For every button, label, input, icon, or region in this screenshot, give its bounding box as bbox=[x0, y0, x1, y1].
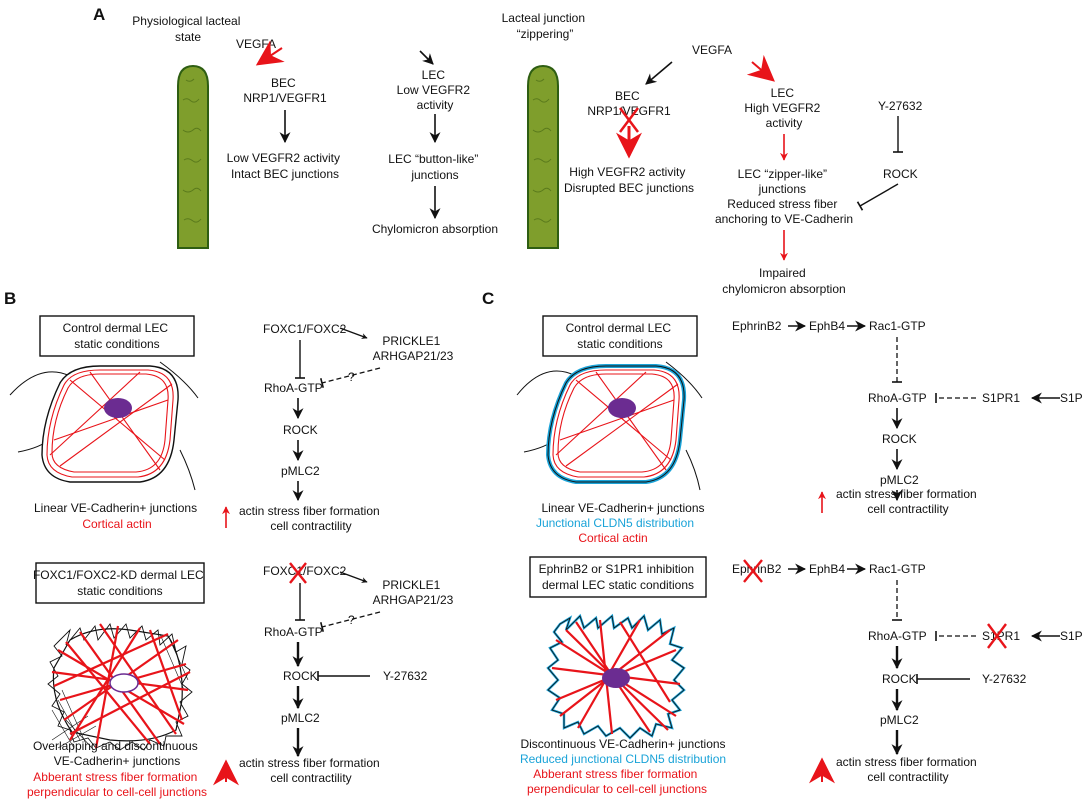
box-control-text-b: Control dermal LEC static conditions bbox=[63, 321, 172, 351]
rock-bottom-c: ROCK bbox=[882, 672, 917, 686]
panel-b: B Control dermal LEC static conditions bbox=[4, 289, 454, 799]
cell-control-b bbox=[9, 361, 199, 491]
lec-button-junctions: LEC “button-like” junctions bbox=[388, 152, 481, 182]
prickle-top-b: PRICKLE1 ARHGAP21/23 bbox=[373, 334, 454, 363]
y27632-a: Y-27632 bbox=[878, 99, 923, 113]
caption-linear-b: Linear VE-Cadherin+ junctions bbox=[34, 501, 197, 515]
box-ephrinb2-inhibition bbox=[529, 556, 707, 598]
y27632-b: Y-27632 bbox=[383, 669, 428, 683]
prickle-inhibit-rhoa-b bbox=[319, 367, 381, 389]
impaired-absorption: Impaired chylomicron absorption bbox=[722, 266, 845, 296]
s1p-top: S1P bbox=[1060, 391, 1083, 405]
ephrinb2-top: EphrinB2 bbox=[732, 319, 782, 333]
box-foxc-kd bbox=[35, 562, 205, 604]
rock-top-c: ROCK bbox=[882, 432, 917, 446]
rock-inhibits-anchoring bbox=[856, 183, 899, 211]
ephb4-bottom: EphB4 bbox=[809, 562, 845, 576]
vegfa-to-lec-arrow bbox=[419, 50, 434, 65]
cell-foxc-kd bbox=[47, 623, 193, 751]
caption-linear-c: Linear VE-Cadherin+ junctions bbox=[541, 501, 704, 515]
rhoa-bottom-b: RhoA-GTP bbox=[264, 625, 323, 639]
lec-high-vegfr2: LEC High VEGFR2 activity bbox=[744, 86, 823, 130]
lacteal-left bbox=[177, 64, 209, 249]
vegfa-to-lec-right-arrow bbox=[746, 54, 775, 82]
ephb4-top: EphB4 bbox=[809, 319, 845, 333]
pmlc-top-c: pMLC2 bbox=[880, 473, 919, 487]
bec-nrp1-right: BEC NRP1/VEGFR1 bbox=[587, 89, 671, 118]
vegfa-right: VEGFA bbox=[692, 43, 732, 57]
panel-c: C Control dermal LEC static conditions bbox=[482, 289, 1083, 796]
foxc-to-prickle-b2 bbox=[339, 571, 368, 583]
box-ephrinb2-text: EphrinB2 or S1PR1 inhibition dermal LEC … bbox=[539, 562, 698, 592]
rac1-top: Rac1-GTP bbox=[869, 319, 926, 333]
foxc-bottom-b: FOXC1/FOXC2 bbox=[263, 564, 347, 578]
chylomicron-absorption: Chylomicron absorption bbox=[372, 222, 498, 236]
bec-right-outcome: High VEGFR2 activity Disrupted BEC junct… bbox=[564, 165, 694, 195]
nucleus-control-b bbox=[104, 398, 132, 418]
panel-c-label: C bbox=[482, 289, 494, 308]
rock-bottom-b: ROCK bbox=[283, 669, 318, 683]
caption-cldn5-c: Junctional CLDN5 distribution bbox=[536, 516, 694, 530]
bec-nrp1-left: BEC NRP1/VEGFR1 bbox=[243, 76, 327, 105]
nucleus-foxc-kd bbox=[109, 673, 139, 693]
vegfa-to-bec-right-arrow bbox=[645, 61, 673, 85]
nucleus-control-c bbox=[608, 398, 636, 418]
pmlc-bottom-b: pMLC2 bbox=[281, 711, 320, 725]
actin-top-b: actin stress fiber formation cell contra… bbox=[239, 504, 383, 533]
pmlc-bottom-c: pMLC2 bbox=[880, 713, 919, 727]
panel-a-label: A bbox=[93, 5, 105, 24]
vegfa-to-bec-arrow bbox=[255, 40, 285, 66]
box-foxc-kd-text: FOXC1/FOXC2-KD dermal LEC static conditi… bbox=[33, 568, 207, 598]
physiological-title: Physiological lacteal state bbox=[132, 14, 243, 44]
caption-aberrant-b: Abberant stress fiber formation perpendi… bbox=[27, 770, 207, 799]
rock-a: ROCK bbox=[883, 167, 918, 181]
caption-reduced-cldn5: Reduced junctional CLDN5 distribution bbox=[520, 752, 726, 766]
box-control-dermal-lec-c bbox=[542, 315, 698, 357]
bec-left-outcome: Low VEGFR2 activity Intact BEC junctions bbox=[227, 151, 344, 181]
actin-bottom-b: actin stress fiber formation cell contra… bbox=[239, 756, 383, 785]
cell-ephrinb2-inhibition bbox=[546, 613, 686, 740]
qmark-bottom-b: ? bbox=[348, 613, 355, 627]
panel-a: A Physiological lacteal state VEGFA BEC … bbox=[93, 5, 923, 296]
nucleus-ephrinb2-inhibition bbox=[602, 668, 630, 688]
rhoa-top-b: RhoA-GTP bbox=[264, 381, 323, 395]
red-x-nrp1 bbox=[619, 107, 639, 133]
red-x-foxc1 bbox=[289, 562, 307, 584]
caption-discontinuous-c: Discontinuous VE-Cadherin+ junctions bbox=[520, 737, 725, 751]
caption-aberrant-c: Abberant stress fiber formation perpendi… bbox=[527, 767, 707, 796]
pmlc-top-b: pMLC2 bbox=[281, 464, 320, 478]
vegfa-left: VEGFA bbox=[236, 37, 276, 51]
caption-overlapping: Overlapping and discontinuous VE-Cadheri… bbox=[33, 739, 201, 768]
actin-top-c: actin stress fiber formation cell contra… bbox=[836, 487, 980, 516]
lec-low-vegfr2: LEC Low VEGFR2 activity bbox=[397, 68, 474, 112]
zippering-title: Lacteal junction “zippering” bbox=[502, 11, 589, 41]
caption-cortical-b: Cortical actin bbox=[82, 517, 151, 531]
ephrinb2-bottom: EphrinB2 bbox=[732, 562, 782, 576]
rac1-bottom: Rac1-GTP bbox=[869, 562, 926, 576]
lacteal-right bbox=[527, 64, 559, 249]
y27632-c: Y-27632 bbox=[982, 672, 1027, 686]
caption-cortical-c: Cortical actin bbox=[578, 531, 647, 545]
prickle-bottom-b: PRICKLE1 ARHGAP21/23 bbox=[373, 578, 454, 607]
cell-control-c bbox=[516, 361, 703, 491]
foxc-to-prickle-b bbox=[339, 327, 368, 339]
qmark-top-b: ? bbox=[348, 370, 355, 384]
prickle-inhibit-rhoa-b2 bbox=[319, 611, 381, 633]
panel-b-label: B bbox=[4, 289, 16, 308]
box-control-dermal-lec-b bbox=[39, 315, 195, 357]
foxc-top-b: FOXC1/FOXC2 bbox=[263, 322, 347, 336]
s1p-bottom: S1P bbox=[1060, 629, 1083, 643]
red-x-s1pr1 bbox=[987, 623, 1007, 649]
rhoa-top-c: RhoA-GTP bbox=[868, 391, 927, 405]
s1pr1-bottom: S1PR1 bbox=[982, 629, 1020, 643]
red-x-ephrinb2 bbox=[743, 559, 763, 583]
s1pr1-top: S1PR1 bbox=[982, 391, 1020, 405]
rock-top-b: ROCK bbox=[283, 423, 318, 437]
actin-bottom-c: actin stress fiber formation cell contra… bbox=[836, 755, 980, 784]
lec-zipper-junctions: LEC “zipper-like” junctions Reduced stre… bbox=[715, 167, 853, 226]
box-control-text-c: Control dermal LEC static conditions bbox=[566, 321, 675, 351]
rhoa-bottom-c: RhoA-GTP bbox=[868, 629, 927, 643]
